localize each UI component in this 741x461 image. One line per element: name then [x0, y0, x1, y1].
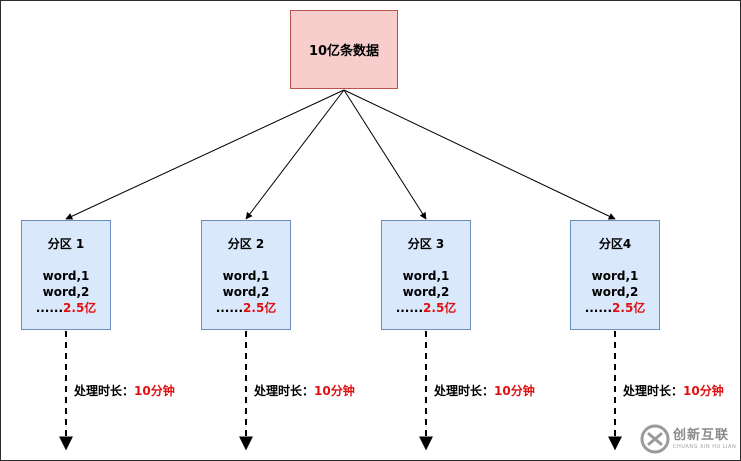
- partition-title: 分区4: [598, 237, 632, 251]
- partition-record-line: word,1: [222, 269, 270, 283]
- partition-record-line: word,1: [42, 269, 90, 283]
- arrow-to-partition-1: [65, 89, 345, 220]
- partition-size: 2.5亿: [423, 301, 457, 315]
- processing-time-prefix: 处理时长：: [623, 384, 684, 398]
- processing-time-prefix: 处理时长：: [74, 384, 135, 398]
- partition-size: 2.5亿: [612, 301, 646, 315]
- arrow-to-partition-2: [245, 89, 345, 220]
- partition-title: 分区 2: [227, 237, 265, 251]
- partition-node-3: 分区 3 word,1 word,2 ......2.5亿: [381, 220, 471, 330]
- watermark: 创新互联 CHUANG XIN HU LIAN: [640, 419, 741, 459]
- partition-size-line: ......2.5亿: [571, 301, 659, 316]
- processing-time-label-3: 处理时长：10分钟: [434, 383, 535, 399]
- data-source-label: 10亿条数据: [308, 44, 380, 59]
- partition-size-line: ......2.5亿: [382, 301, 470, 316]
- data-source-node: 10亿条数据: [290, 10, 398, 89]
- partition-record-line: word,2: [402, 285, 450, 299]
- chuangxin-logo-icon: [640, 424, 670, 454]
- partition-size-line: ......2.5亿: [202, 301, 290, 316]
- processing-time-prefix: 处理时长：: [434, 384, 495, 398]
- partition-record-line: word,1: [591, 269, 639, 283]
- partition-title: 分区 3: [407, 237, 445, 251]
- processing-time-label-4: 处理时长：10分钟: [623, 383, 724, 399]
- processing-time-value: 10分钟: [683, 384, 724, 398]
- partition-ellipsis: ......: [584, 301, 613, 315]
- processing-time-value: 10分钟: [314, 384, 355, 398]
- partition-record-line: word,1: [402, 269, 450, 283]
- partition-node-4: 分区4 word,1 word,2 ......2.5亿: [570, 220, 660, 330]
- partition-size: 2.5亿: [63, 301, 97, 315]
- processing-time-label-1: 处理时长：10分钟: [74, 383, 175, 399]
- processing-time-value: 10分钟: [494, 384, 535, 398]
- partition-record-line: word,2: [591, 285, 639, 299]
- arrow-to-partition-3: [343, 89, 427, 220]
- partition-size: 2.5亿: [243, 301, 277, 315]
- processing-time-value: 10分钟: [134, 384, 175, 398]
- partition-ellipsis: ......: [35, 301, 64, 315]
- arrow-to-partition-4: [343, 89, 616, 220]
- partition-record-line: word,2: [42, 285, 90, 299]
- watermark-text: 创新互联: [673, 427, 730, 443]
- partition-node-2: 分区 2 word,1 word,2 ......2.5亿: [201, 220, 291, 330]
- partition-record-line: word,2: [222, 285, 270, 299]
- processing-time-label-2: 处理时长：10分钟: [254, 383, 355, 399]
- watermark-subtext: CHUANG XIN HU LIAN: [673, 443, 737, 450]
- partition-size-line: ......2.5亿: [22, 301, 110, 316]
- partition-ellipsis: ......: [395, 301, 424, 315]
- partition-node-1: 分区 1 word,1 word,2 ......2.5亿: [21, 220, 111, 330]
- partition-title: 分区 1: [47, 237, 85, 251]
- processing-time-prefix: 处理时长：: [254, 384, 315, 398]
- partition-ellipsis: ......: [215, 301, 244, 315]
